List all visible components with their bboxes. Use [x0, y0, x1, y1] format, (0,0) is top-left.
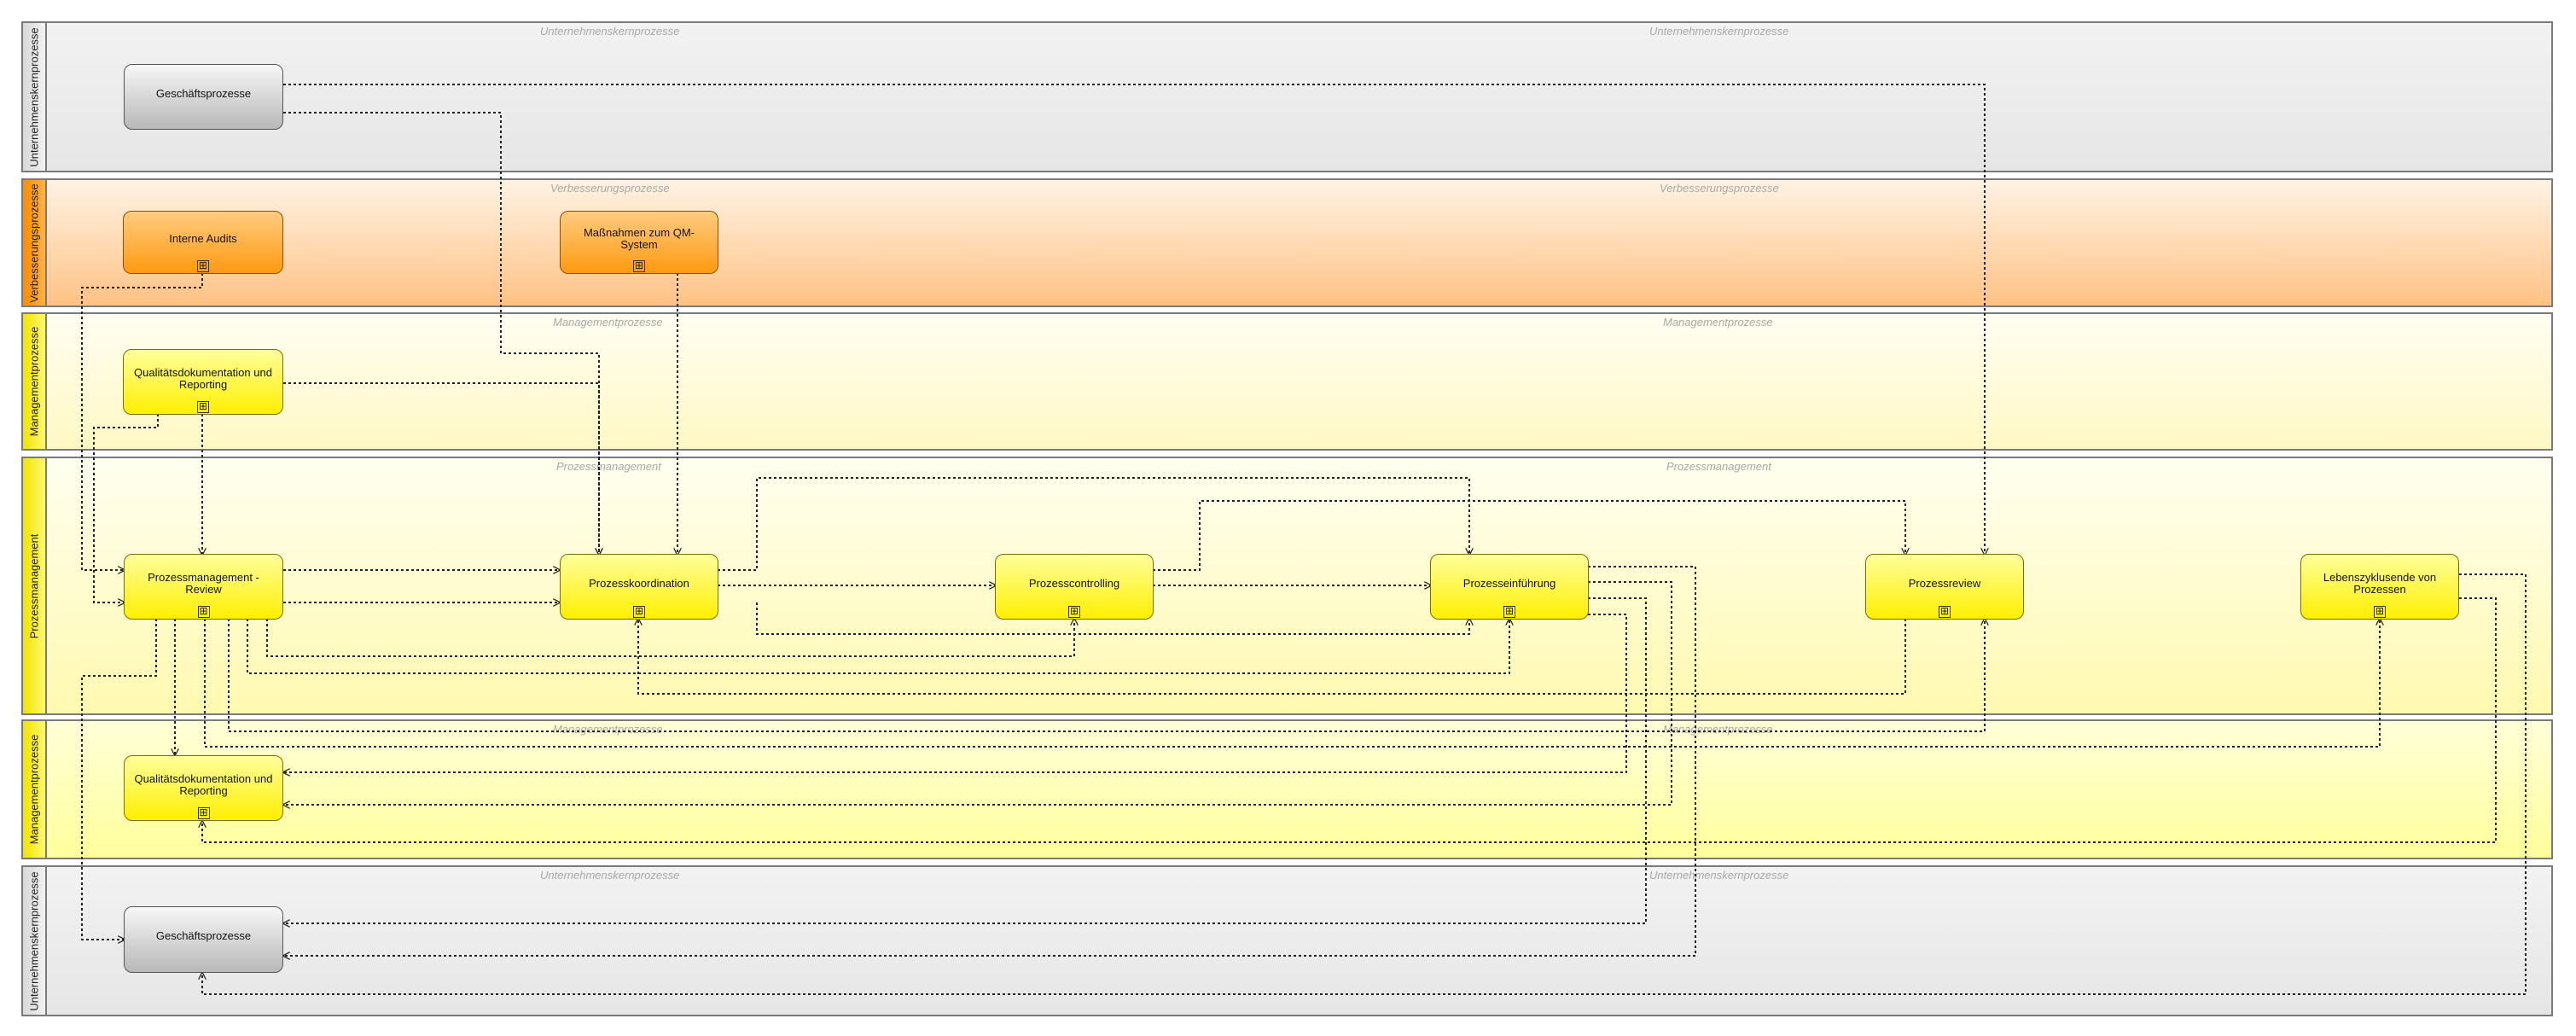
lane-watermark: Verbesserungsprozesse [1660, 182, 1779, 195]
connector-lebenszyklus-to-geschaeft [202, 573, 2527, 995]
subprocess-expand-icon[interactable]: ⊞ [197, 605, 210, 618]
connector-einfuehrung-to-geschaeft-1 [283, 597, 1647, 923]
lane-watermark: Verbesserungsprozesse [550, 182, 670, 195]
node-label: Interne Audits [169, 232, 237, 246]
connector-pm-review-to-controlling [266, 619, 1074, 657]
node-label: Qualitätsdokumentation und Reporting [134, 771, 273, 797]
node-label: Geschäftsprozesse [155, 929, 252, 943]
node-prozessmanagement-review[interactable]: Prozessmanagement - Review ⊞ [124, 554, 283, 620]
node-label: Lebenszyklusende von Prozessen [2323, 570, 2437, 596]
connector-pm-review-to-einfuehrung [247, 619, 1509, 674]
subprocess-expand-icon[interactable]: ⊞ [633, 259, 645, 272]
connector-einfuehrung-to-qualdoku-2 [283, 581, 1672, 805]
lane-watermark: Unternehmenskernprozesse [540, 869, 680, 882]
subprocess-expand-icon[interactable]: ⊞ [1503, 605, 1515, 618]
subprocess-expand-icon[interactable]: ⊞ [1939, 605, 1951, 618]
swimlane-verbesserungsprozesse: Verbesserungsprozesse Verbesserungsproze… [21, 178, 2553, 307]
node-prozesseinfuehrung[interactable]: Prozesseinführung ⊞ [1430, 554, 1589, 620]
connector-qualdoku-to-pm-review-left [93, 414, 159, 602]
subprocess-expand-icon[interactable]: ⊞ [633, 605, 645, 618]
node-label: Prozessreview [1908, 576, 1981, 590]
subprocess-expand-icon[interactable]: ⊞ [197, 259, 209, 272]
lane-header: Unternehmenskernprozesse [23, 23, 47, 171]
connector-geschaeft-to-koordination [283, 112, 599, 555]
lane-watermark: Prozessmanagement [556, 460, 661, 473]
node-prozessreview[interactable]: Prozessreview ⊞ [1865, 554, 2024, 620]
swimlane-managementprozesse-top: Managementprozesse Managementprozesse Ma… [21, 312, 2553, 451]
node-label: Maßnahmen zum QM-System [583, 226, 695, 251]
node-lebenszyklusende[interactable]: Lebenszyklusende von Prozessen ⊞ [2300, 554, 2459, 620]
node-prozesscontrolling[interactable]: Prozesscontrolling ⊞ [995, 554, 1154, 620]
node-interne-audits[interactable]: Interne Audits ⊞ [123, 211, 283, 274]
connector-geschaeft-to-prozessreview [283, 84, 1985, 555]
lane-watermark: Managementprozesse [1663, 316, 1773, 329]
connector-koordination-to-einfuehrung-top [718, 477, 1469, 571]
connector-pm-review-to-lebenszyklus [204, 619, 2380, 748]
node-label: Geschäftsprozesse [155, 86, 252, 100]
node-label: Prozesskoordination [589, 576, 689, 590]
connector-einfuehrung-to-qualdoku-1 [283, 614, 1627, 772]
lane-watermark: Unternehmenskernprozesse [1649, 25, 1789, 38]
node-massnahmen-qm-system[interactable]: Maßnahmen zum QM-System ⊞ [560, 211, 718, 274]
lane-watermark: Managementprozesse [553, 316, 663, 329]
node-prozesskoordination[interactable]: Prozesskoordination ⊞ [560, 554, 718, 620]
node-geschaeftsprozesse-bottom[interactable]: Geschäftsprozesse [124, 906, 283, 973]
connector-einfuehrung-to-geschaeft-2 [283, 566, 1696, 956]
lane-header: Prozessmanagement [23, 458, 47, 713]
node-label: Prozessmanagement - Review [148, 570, 259, 596]
lane-header: Managementprozesse [23, 314, 47, 449]
subprocess-expand-icon[interactable]: ⊞ [1068, 605, 1080, 618]
subprocess-expand-icon[interactable]: ⊞ [197, 400, 209, 413]
connector-audits-to-pm-review [81, 273, 203, 570]
swimlane-unternehmenskernprozesse-top: Unternehmenskernprozesse Unternehmensker… [21, 21, 2553, 172]
connector-controlling-to-prozessreview [1153, 500, 1905, 571]
connector-prozessreview-to-koordination [638, 619, 1906, 695]
node-label: Prozesseinführung [1462, 576, 1556, 590]
swimlane-unternehmenskernprozesse-bottom: Unternehmenskernprozesse Unternehmensker… [21, 865, 2553, 1016]
connector-pm-review-to-prozessreview [228, 619, 1985, 732]
subprocess-expand-icon[interactable]: ⊞ [197, 806, 210, 819]
node-qualitaetsdokumentation-top[interactable]: Qualitätsdokumentation und Reporting ⊞ [123, 349, 283, 415]
lane-watermark: Prozessmanagement [1666, 460, 1771, 473]
subprocess-expand-icon[interactable]: ⊞ [2374, 605, 2386, 618]
connector-qualdoku-to-koordination [283, 382, 599, 555]
lane-header: Verbesserungsprozesse [23, 180, 47, 306]
lane-watermark: Managementprozesse [1663, 723, 1773, 736]
connector-koordination-to-einfuehrung-bottom [756, 602, 1469, 635]
swimlane-managementprozesse-bottom: Managementprozesse Managementprozesse Ma… [21, 719, 2553, 859]
lane-watermark: Unternehmenskernprozesse [540, 25, 680, 38]
connector-pm-review-to-geschaeft-bottom [81, 619, 157, 940]
lane-header: Managementprozesse [23, 721, 47, 858]
connector-lebenszyklus-to-qualdoku [202, 597, 2497, 843]
lane-watermark: Unternehmenskernprozesse [1649, 869, 1789, 882]
node-geschaeftsprozesse-top[interactable]: Geschäftsprozesse [124, 64, 283, 130]
lane-header: Unternehmenskernprozesse [23, 867, 47, 1015]
node-label: Prozesscontrolling [1028, 576, 1120, 590]
node-qualitaetsdokumentation-bottom[interactable]: Qualitätsdokumentation und Reporting ⊞ [124, 755, 283, 821]
lane-watermark: Managementprozesse [553, 723, 663, 736]
node-label: Qualitätsdokumentation und Reporting [134, 365, 272, 391]
